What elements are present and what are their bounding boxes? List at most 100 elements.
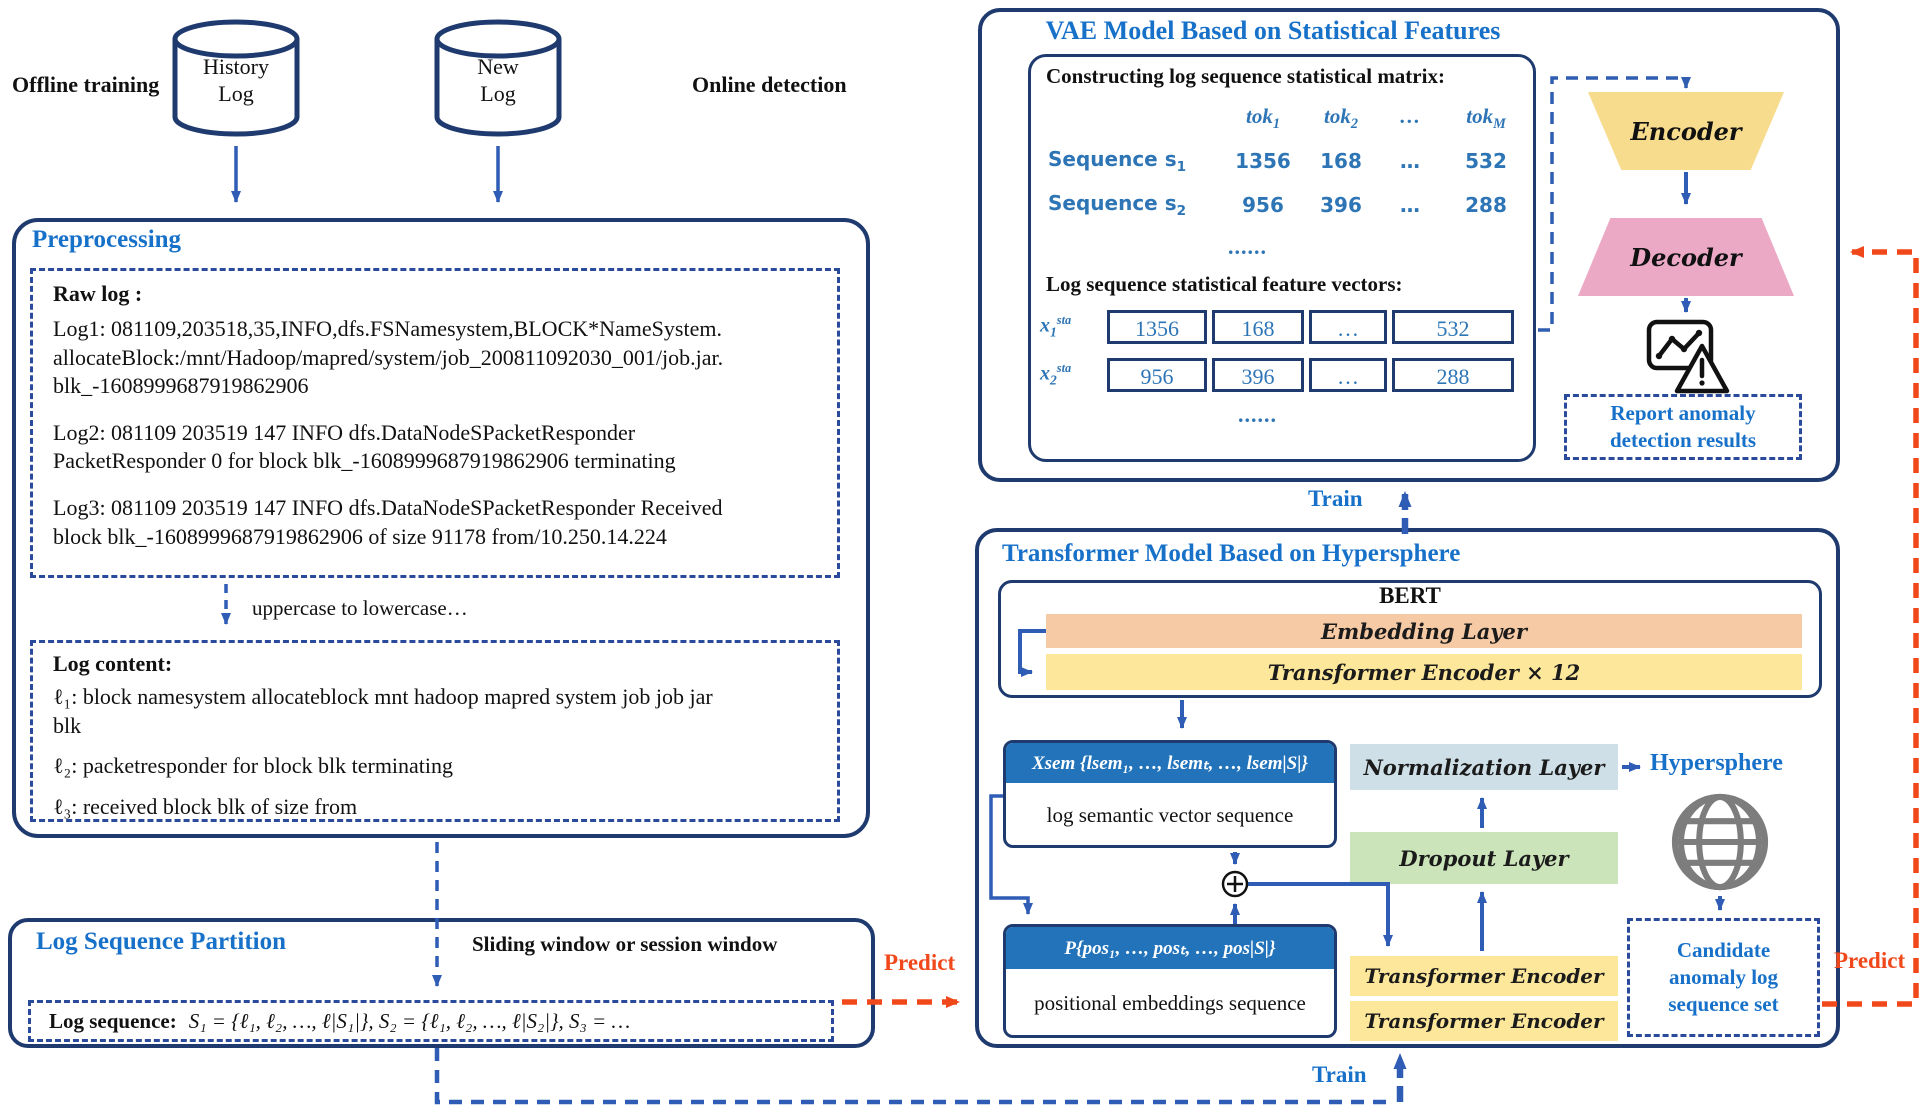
pos-box: P{pos₁, …, posₜ, …, pos|S|} positional e… (1003, 924, 1337, 1038)
transformer-title: Transformer Model Based on Hypersphere (1002, 540, 1461, 567)
col-header-base: tok (1246, 104, 1273, 129)
candidate-set-label: Candidate anomaly log sequence set (1668, 938, 1779, 1016)
feature-vector-row-1: x1sta 1356 168 … 532 (1040, 310, 1514, 344)
statistical-matrix-box (1028, 54, 1536, 462)
vector-label-sub: 1 (1050, 324, 1057, 340)
vector-cell: 168 (1212, 310, 1304, 344)
log-content-label: Log content: (53, 651, 173, 676)
vector-cell: 288 (1392, 358, 1514, 392)
raw-log-entry-3: Log3: 081109 203519 147 INFO dfs.DataNod… (53, 494, 723, 549)
raw-log-label: Raw log : (53, 281, 143, 306)
transformer-encoder-bar-1: Transformer Encoder (1350, 956, 1618, 996)
vector-label-base: x (1040, 362, 1050, 385)
log-sequence-label: Log sequence: (49, 1009, 177, 1033)
vector-cell: … (1309, 358, 1387, 392)
encoder-label: Encoder (1630, 116, 1742, 146)
vectors-ellipsis: ...... (1238, 402, 1277, 427)
cylinder-shape (434, 19, 562, 137)
transformer-encoder-label: Transformer Encoder (1364, 1009, 1604, 1033)
matrix-cell: 1356 (1235, 149, 1291, 173)
dropout-layer-bar: Dropout Layer (1350, 832, 1618, 884)
vector-cell: 396 (1212, 358, 1304, 392)
train-bottom-line (434, 1048, 1394, 1105)
vector-cell: 532 (1392, 310, 1514, 344)
new-log-cylinder: New Log (432, 16, 564, 140)
col-header-sub: 2 (1350, 116, 1358, 133)
xsem-header: Xsem {lsem₁, …, lsemₜ, …, lsem|S|} (1006, 743, 1334, 783)
matrix-ellipsis: ...... (1228, 234, 1267, 259)
xsem-body: log semantic vector sequence (1046, 802, 1294, 827)
row-label-sub: 2 (1176, 203, 1187, 219)
matrix-row-2: Sequence s2 956 396 … 288 (1048, 186, 1532, 224)
transformer-encoder12-bar: Transformer Encoder × 12 (1046, 654, 1802, 690)
hypersphere-label: Hypersphere (1650, 750, 1783, 776)
normalization-layer-bar: Normalization Layer (1350, 744, 1618, 790)
matrix-cell: 956 (1242, 193, 1284, 217)
matrix-header-row: tok1 tok2 … tokM (1048, 100, 1532, 138)
row-label-base: Sequence s (1048, 147, 1177, 171)
transformer-encoder12-label: Transformer Encoder × 12 (1267, 659, 1581, 685)
matrix-caption: Constructing log sequence statistical ma… (1046, 64, 1445, 88)
feature-vector-row-2: x2sta 956 396 … 288 (1040, 358, 1514, 392)
log-content-line-1: ℓ₁: block namesystem allocateblock mnt h… (53, 684, 713, 738)
vector-label-base: x (1040, 314, 1050, 337)
uppercase-to-lowercase-label: uppercase to lowercase… (252, 596, 468, 620)
candidate-set-box: Candidate anomaly log sequence set (1627, 918, 1820, 1037)
raw-log-box: Raw log : Log1: 081109,203518,35,INFO,df… (30, 268, 840, 578)
report-results-box: Report anomaly detection results (1564, 394, 1802, 460)
col-header-base: tok (1466, 104, 1494, 129)
log-sequence-box: Log sequence: S₁ = {ℓ₁, ℓ₂, …, ℓ|S₁|}, S… (28, 1000, 834, 1042)
decoder-block: Decoder (1578, 218, 1794, 296)
log-content-box: Log content: ℓ₁: block namesystem alloca… (30, 640, 840, 822)
bert-label: BERT (1379, 583, 1441, 608)
vae-title: VAE Model Based on Statistical Features (1045, 16, 1501, 45)
train-label-bottom: Train (1312, 1062, 1367, 1087)
vector-label: x1sta (1040, 313, 1102, 341)
matrix-cell: … (1400, 193, 1420, 217)
raw-log-entry-2: Log2: 081109 203519 147 INFO dfs.DataNod… (53, 419, 676, 474)
matrix-cell: 532 (1465, 149, 1507, 173)
matrix-cell: 168 (1320, 149, 1362, 173)
partition-title: Log Sequence Partition (36, 928, 286, 955)
vector-label-sub: 2 (1050, 372, 1057, 388)
vector-cell: 1356 (1107, 310, 1207, 344)
matrix-col-header: tok1 (1224, 104, 1302, 133)
matrix-col-header: tok2 (1302, 104, 1380, 133)
row-label-base: Sequence s (1048, 191, 1177, 215)
cylinder-shape (172, 19, 300, 137)
new-log-label: New Log (477, 54, 519, 106)
pos-header: P{pos₁, …, posₜ, …, pos|S|} (1006, 927, 1334, 969)
vector-label-sup: sta (1056, 361, 1072, 376)
history-log-cylinder: History Log (170, 16, 302, 140)
offline-training-label: Offline training (12, 72, 160, 97)
history-log-label: History Log (203, 54, 269, 106)
log-content-line-2: ℓ₂: packetresponder for block blk termin… (53, 753, 454, 779)
encoder-block: Encoder (1588, 92, 1784, 170)
online-detection-label: Online detection (692, 72, 847, 97)
row-label-sub: 1 (1176, 159, 1187, 175)
anomaly-report-icon (1646, 319, 1730, 394)
vector-label-sup: sta (1056, 313, 1072, 328)
globe-icon (1671, 793, 1769, 891)
raw-log-entry-1: Log1: 081109,203518,35,INFO,dfs.FSNamesy… (53, 316, 724, 399)
sliding-window-label: Sliding window or session window (472, 932, 778, 956)
transformer-encoder-bar-2: Transformer Encoder (1350, 1001, 1618, 1041)
col-header-base: tok (1324, 104, 1351, 129)
feature-vectors-caption: Log sequence statistical feature vectors… (1046, 272, 1403, 296)
xsem-box: Xsem {lsem₁, …, lsemₜ, …, lsem|S|} log s… (1003, 740, 1337, 848)
preprocessing-title: Preprocessing (32, 226, 182, 253)
predict-label-right: Predict (1834, 948, 1906, 973)
matrix-cell: 396 (1320, 193, 1362, 217)
normalization-layer-label: Normalization Layer (1363, 754, 1605, 780)
col-header-sub: 1 (1272, 116, 1280, 133)
matrix-row-label: Sequence s1 (1048, 147, 1224, 175)
matrix-row-label: Sequence s2 (1048, 191, 1224, 219)
matrix-cell: … (1400, 149, 1420, 173)
log-sequence-formula: S₁ = {ℓ₁, ℓ₂, …, ℓ|S₁|}, S₂ = {ℓ₁, ℓ₂, …… (188, 1009, 631, 1033)
col-header-base: … (1399, 104, 1421, 129)
pos-body: positional embeddings sequence (1034, 990, 1306, 1015)
col-header-sub: M (1493, 116, 1506, 133)
dropout-layer-label: Dropout Layer (1399, 845, 1569, 871)
matrix-col-header: tokM (1440, 104, 1532, 133)
